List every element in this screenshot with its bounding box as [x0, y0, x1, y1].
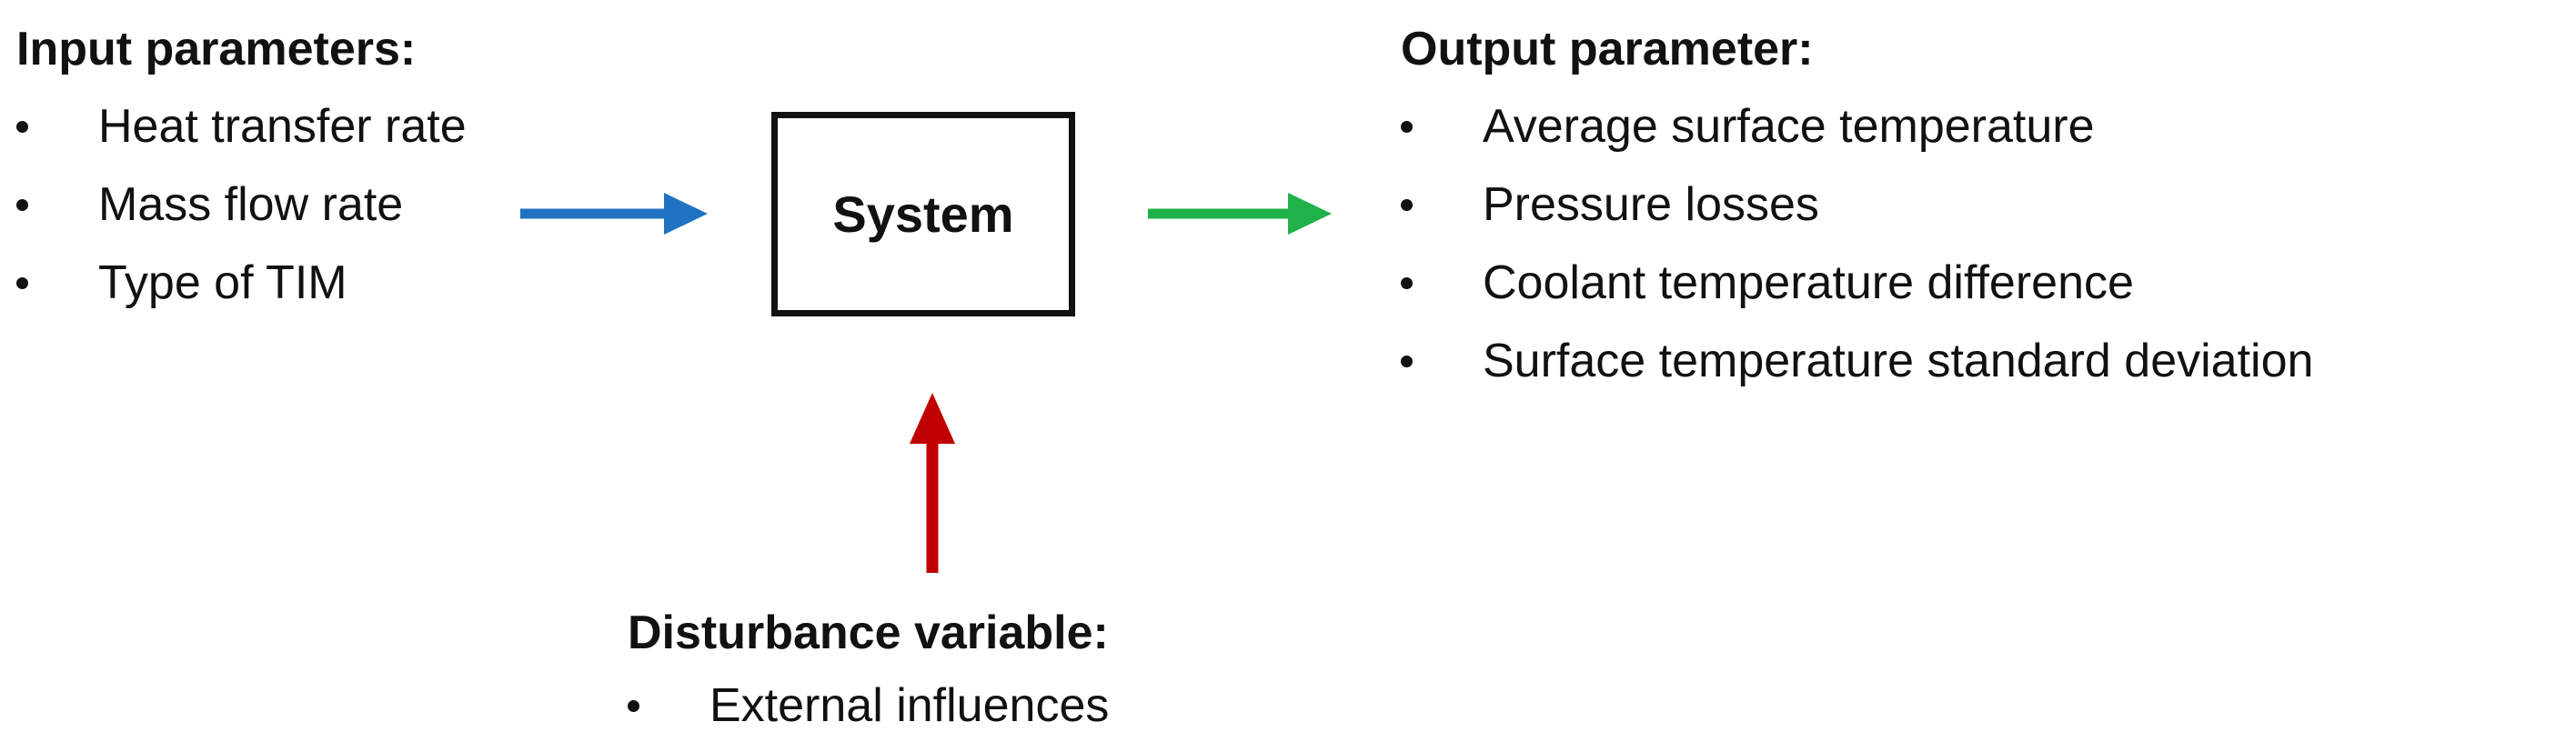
output-parameter-label: Surface temperature standard deviation [1483, 335, 2314, 387]
input-parameters-heading: Input parameters: [16, 23, 417, 75]
input-parameters-list: Heat transfer rate Mass flow rate Type o… [16, 87, 671, 322]
output-parameter-label: Pressure losses [1483, 178, 1819, 231]
input-parameter-item: Mass flow rate [16, 165, 671, 244]
bullet-icon [1401, 121, 1413, 133]
output-parameter-item: Surface temperature standard deviation [1401, 322, 2565, 400]
bullet-icon [1401, 199, 1413, 211]
disturbance-variable-label: External influences [709, 679, 1110, 732]
input-parameter-item: Heat transfer rate [16, 87, 671, 165]
output-parameter-item: Average surface temperature [1401, 87, 2565, 165]
output-arrow-head [1288, 193, 1332, 235]
output-parameter-label: Average surface temperature [1483, 100, 2095, 153]
input-parameter-item: Type of TIM [16, 244, 671, 322]
bullet-icon [16, 199, 28, 211]
input-parameter-label: Mass flow rate [98, 178, 404, 231]
output-parameter-label: Coolant temperature difference [1483, 256, 2134, 309]
input-arrow-head [664, 193, 708, 235]
input-parameter-label: Heat transfer rate [98, 100, 467, 153]
input-arrow [520, 193, 708, 235]
bullet-icon [1401, 277, 1413, 289]
output-parameters-list: Average surface temperature Pressure los… [1401, 87, 2565, 400]
bullet-icon [628, 700, 639, 712]
output-parameter-item: Pressure losses [1401, 165, 2565, 244]
input-parameter-label: Type of TIM [98, 256, 347, 309]
output-arrow [1148, 193, 1332, 235]
output-parameter-item: Coolant temperature difference [1401, 244, 2565, 322]
bullet-icon [1401, 356, 1413, 367]
disturbance-variable-heading: Disturbance variable: [628, 607, 1109, 659]
system-label: System [832, 185, 1014, 243]
bullet-icon [16, 277, 28, 289]
disturbance-arrow [910, 393, 955, 573]
system-box: System [771, 112, 1075, 316]
bullet-icon [16, 121, 28, 133]
disturbance-variable-item: External influences [628, 669, 1264, 742]
output-parameter-heading: Output parameter: [1401, 23, 1814, 75]
disturbance-variable-list: External influences [628, 669, 1264, 742]
disturbance-arrow-head [910, 393, 955, 444]
